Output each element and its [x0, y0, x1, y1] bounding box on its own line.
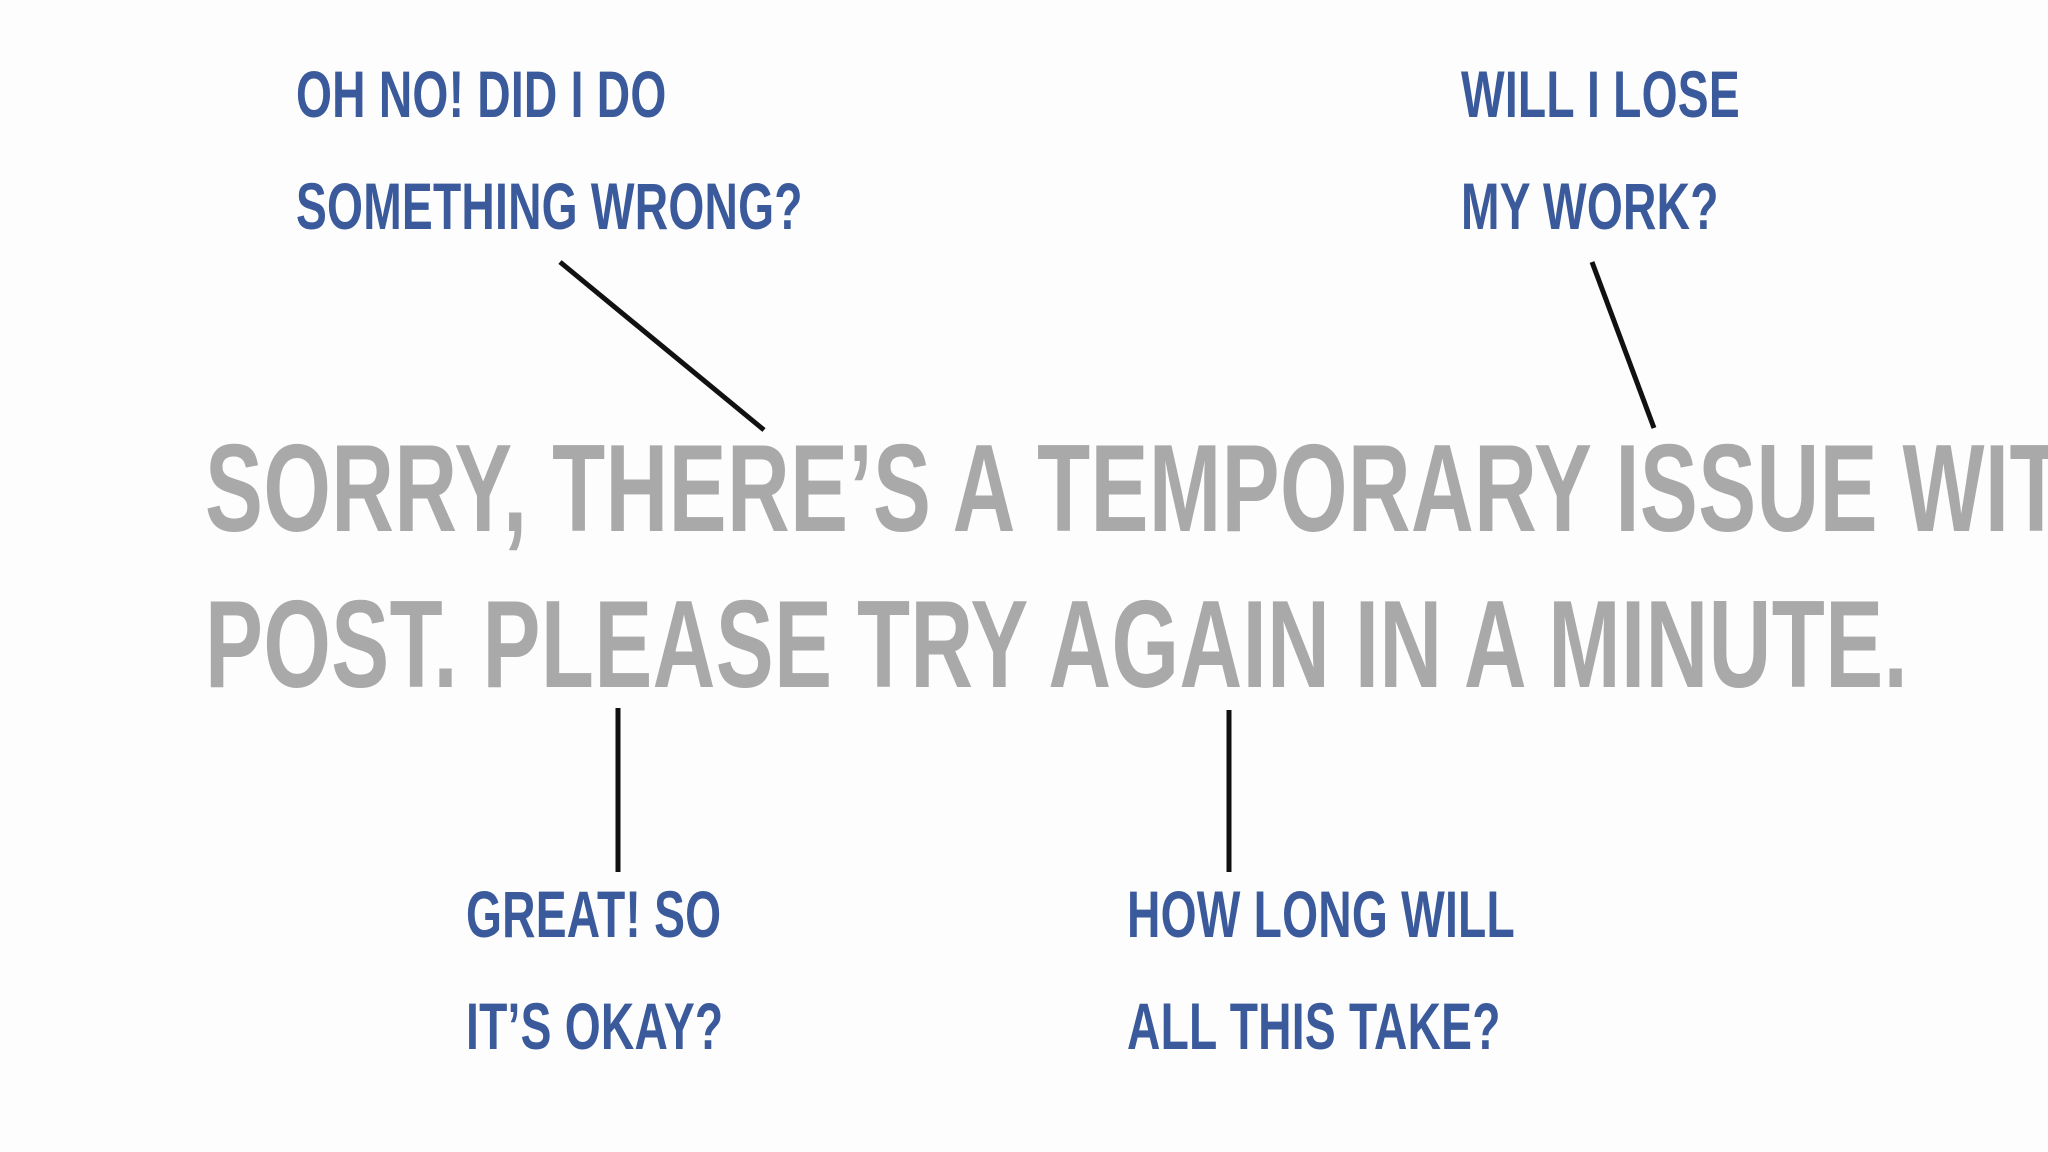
annotation-how-long-will-all-this-take: HOW LONG WILL ALL THIS TAKE?: [1127, 858, 1681, 1082]
error-message-line: SORRY, THERE’S A TEMPORARY ISSUE WITH YO…: [205, 420, 2048, 558]
connector-top-right-line: [1589, 261, 1657, 429]
annotation-line: WILL I LOSE: [1461, 57, 1740, 131]
annotation-great-so-its-okay: GREAT! SO IT’S OKAY?: [466, 858, 834, 1082]
annotation-line: HOW LONG WILL: [1127, 877, 1515, 951]
annotation-line: MY WORK?: [1461, 169, 1719, 243]
annotation-line: IT’S OKAY?: [466, 989, 724, 1063]
annotation-did-i-do-something-wrong: OH NO! DID I DO SOMETHING WRONG?: [296, 38, 1020, 262]
connector-top-left-line: [558, 260, 766, 432]
annotation-line: OH NO! DID I DO: [296, 57, 667, 131]
error-message-line: POST. PLEASE TRY AGAIN IN A MINUTE.: [205, 576, 1909, 714]
annotation-will-i-lose-my-work: WILL I LOSE MY WORK?: [1461, 38, 1859, 262]
annotation-line: GREAT! SO: [466, 877, 722, 951]
annotation-line: ALL THIS TAKE?: [1127, 989, 1501, 1063]
annotation-line: SOMETHING WRONG?: [296, 169, 803, 243]
error-message: SORRY, THERE’S A TEMPORARY ISSUE WITH YO…: [205, 411, 2048, 723]
